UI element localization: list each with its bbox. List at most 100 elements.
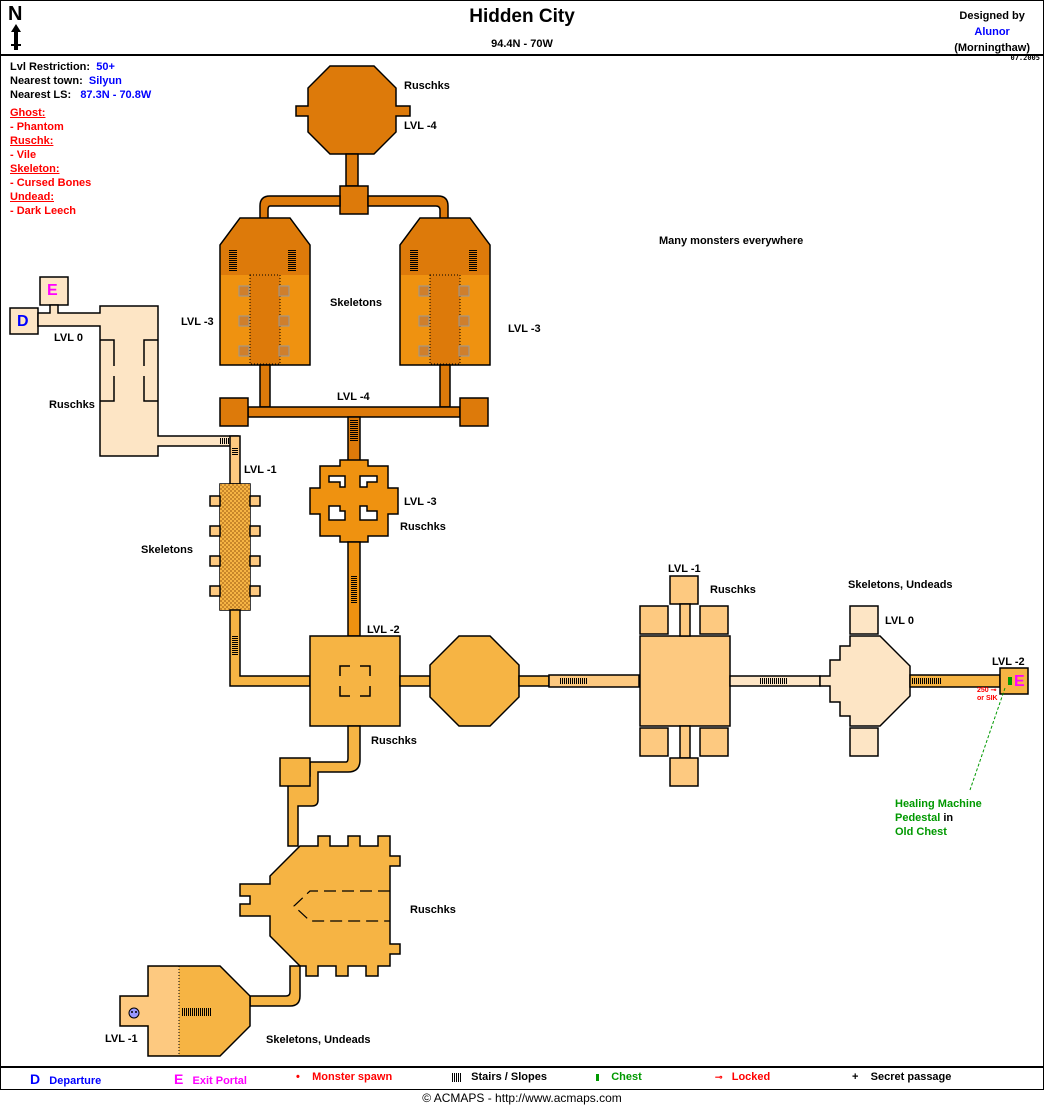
- hall-left-upper: [221, 219, 309, 275]
- room-south-big: [239, 835, 401, 977]
- corridor-right-down: [439, 364, 451, 408]
- pillar: [418, 315, 430, 327]
- exit-portal-icon: E: [174, 1071, 184, 1087]
- room-exit-west: [39, 276, 69, 306]
- item-name: Pedestal: [895, 812, 941, 824]
- north-arrow-icon: [11, 24, 21, 50]
- legend-item-locked: ⊸ Locked: [715, 1071, 770, 1083]
- designer-server: (Morningthaw): [954, 42, 1030, 54]
- nearest-ls-value: 87.3N - 70.8W: [80, 89, 152, 101]
- room-top-octagon: [295, 65, 411, 155]
- room-departure: [9, 307, 39, 335]
- room-east-side-stem: [679, 725, 691, 759]
- alcove: [249, 585, 261, 597]
- cross-gap: [359, 505, 378, 521]
- monster-spawn-icon: •: [296, 1071, 300, 1083]
- exit-portal-marker[interactable]: E: [47, 282, 58, 299]
- entrance-inner-wall: [100, 339, 158, 402]
- cross-gap: [328, 475, 346, 488]
- item-name: Healing Machine: [895, 798, 982, 810]
- level-label: LVL -2: [992, 656, 1025, 668]
- level-label: LVL -3: [508, 323, 541, 335]
- room-far-east: [819, 635, 911, 727]
- south-inner-outline: [293, 890, 390, 922]
- nearest-ls-label: Nearest LS:: [10, 89, 72, 101]
- room-label: Ruschks: [400, 521, 446, 533]
- room-hub: [309, 635, 401, 727]
- room-east-side: [639, 727, 669, 757]
- room-east-side: [669, 757, 699, 787]
- annotation-connector: in: [943, 812, 954, 824]
- alcove: [249, 495, 261, 507]
- room-far-east-south: [849, 727, 879, 757]
- stairs-icon: [288, 250, 296, 272]
- copyright-footer[interactable]: © ACMAPS - http://www.acmaps.com: [422, 1091, 622, 1105]
- room-label: Ruschks: [710, 584, 756, 596]
- stairs-icon: [760, 678, 788, 684]
- level-label: LVL -3: [404, 496, 437, 508]
- chest-icon: [1008, 677, 1012, 685]
- dungeon-map: [9, 65, 1029, 1057]
- corridor-south-2: [249, 965, 301, 1007]
- level-restriction-value: 50+: [96, 61, 115, 73]
- stairs-icon: [452, 1072, 462, 1082]
- stairs-icon: [232, 448, 238, 456]
- departure-marker[interactable]: D: [17, 313, 29, 330]
- compass: N: [8, 4, 28, 52]
- exit-portal-marker[interactable]: E: [1014, 673, 1025, 690]
- header-divider: [0, 54, 1044, 56]
- pillar: [418, 345, 430, 357]
- alcove: [209, 525, 221, 537]
- chest-icon: [596, 1073, 599, 1081]
- map-note: Many monsters everywhere: [659, 235, 804, 247]
- room-cross: [309, 459, 399, 543]
- pillar: [278, 285, 290, 297]
- legend-label: Monster spawn: [312, 1071, 393, 1083]
- room-far-east-north: [849, 605, 879, 635]
- container-name: Old Chest: [895, 826, 947, 838]
- chest-annotation: Healing Machine Pedestal in Old Chest: [895, 797, 982, 839]
- stairs-icon: [912, 678, 942, 684]
- legend-item-departure: D Departure: [30, 1071, 101, 1087]
- skull-icon: [128, 1007, 140, 1019]
- corridor-entrance: [37, 304, 239, 457]
- room-east-main: [639, 635, 731, 727]
- room-label: Ruschks: [49, 399, 95, 411]
- legend-divider-top: [0, 1066, 1044, 1068]
- pillar: [458, 315, 470, 327]
- room-east-side-stem: [679, 603, 691, 637]
- lock-requirement: 250 ⊸ or SIK: [977, 687, 998, 703]
- stairs-icon: [410, 250, 418, 272]
- legend-label: Stairs / Slopes: [471, 1071, 547, 1083]
- legend-label: Departure: [49, 1075, 102, 1087]
- level-restriction-label: Lvl Restriction:: [10, 61, 91, 73]
- hall-right-upper: [401, 219, 489, 275]
- map-coordinates: 94.4N - 70W: [491, 38, 553, 50]
- lock-text: or SIK: [977, 695, 998, 702]
- designer-credit: Designed by Alunor (Morningthaw): [954, 8, 1030, 56]
- room-label: Skeletons, Undeads: [266, 1034, 371, 1046]
- level-label: LVL -2: [367, 624, 400, 636]
- room-octagon-east: [429, 635, 520, 727]
- corridor-octagon-east: [518, 675, 550, 687]
- level-label: LVL -1: [668, 563, 701, 575]
- stairs-icon: [229, 250, 237, 272]
- level-label: LVL -1: [244, 464, 277, 476]
- designer-name: Alunor: [974, 26, 1010, 38]
- stairs-icon: [182, 1008, 212, 1016]
- legend-item-monster: • Monster spawn: [296, 1071, 392, 1083]
- corridor-lvl4-bottom: [247, 406, 461, 418]
- pillar: [238, 315, 250, 327]
- map-date: 07.2005: [1010, 54, 1040, 62]
- level-label: LVL -4: [404, 120, 437, 132]
- monster-type: - Vile: [10, 149, 37, 161]
- stairs-icon: [351, 576, 357, 604]
- pillar: [238, 285, 250, 297]
- pillar: [418, 285, 430, 297]
- alcove: [209, 555, 221, 567]
- room-label: Skeletons: [141, 544, 193, 556]
- pillar: [458, 285, 470, 297]
- compass-label: N: [8, 3, 23, 25]
- room-lvl4-west: [219, 397, 249, 427]
- monster-category: Ruschk:: [10, 135, 54, 147]
